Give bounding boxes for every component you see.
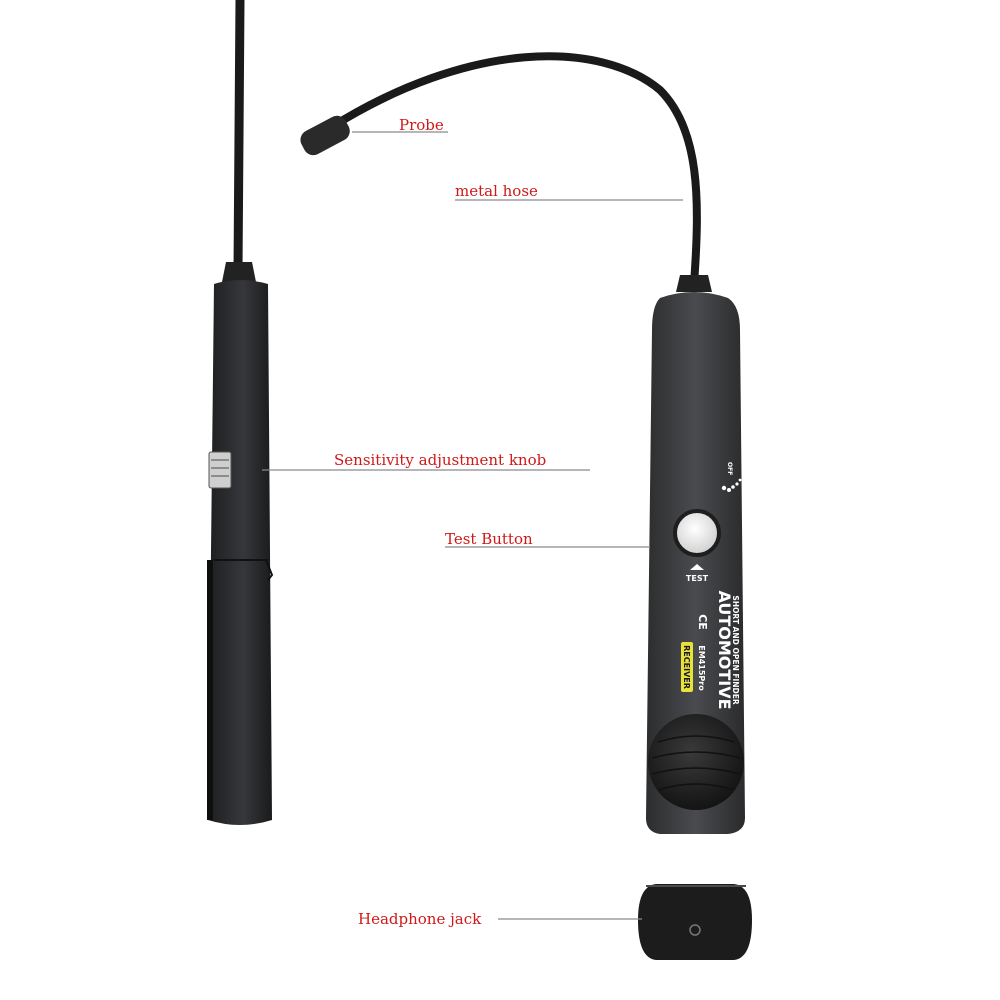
bottom-view	[638, 884, 752, 960]
brand-line: AUTOMOTIVE	[715, 590, 734, 709]
sensitivity-dots	[721, 478, 742, 492]
headphone-jack-label: Headphone jack	[358, 910, 482, 928]
ce-mark: CE	[696, 614, 709, 630]
model-label: EM415Pro	[697, 645, 706, 691]
speaker-grille	[648, 714, 744, 810]
hose-collar	[676, 275, 712, 292]
off-label: OFF	[726, 462, 733, 475]
bottom-body	[638, 884, 752, 960]
side-body	[208, 280, 272, 825]
metal-hose-label: metal hose	[455, 182, 538, 200]
sensitivity-knob	[208, 451, 232, 489]
side-hose-collar	[222, 262, 256, 282]
sub-line: SHORT AND OPEN FINDER	[731, 595, 740, 705]
test-label: TEST	[686, 574, 709, 583]
badge-label: RECEIVER	[682, 645, 691, 689]
test-button-label: Test Button	[445, 530, 533, 548]
probe-label: Probe	[399, 116, 444, 134]
receiver-badge	[681, 642, 693, 692]
side-metal-hose	[233, 0, 245, 271]
front-view: TEST OFF AUTOMOTIVE SHORT AND OPEN FINDE…	[300, 52, 745, 834]
leader-lines	[262, 131, 683, 920]
test-arrow-icon	[690, 564, 704, 570]
sensitivity-knob-label: Sensitivity adjustment knob	[334, 451, 547, 469]
headphone-jack-port	[689, 924, 701, 936]
front-body	[646, 292, 745, 834]
probe-tip	[300, 115, 350, 156]
test-button	[673, 509, 721, 557]
side-view	[207, 0, 274, 825]
metal-hose	[327, 52, 701, 285]
